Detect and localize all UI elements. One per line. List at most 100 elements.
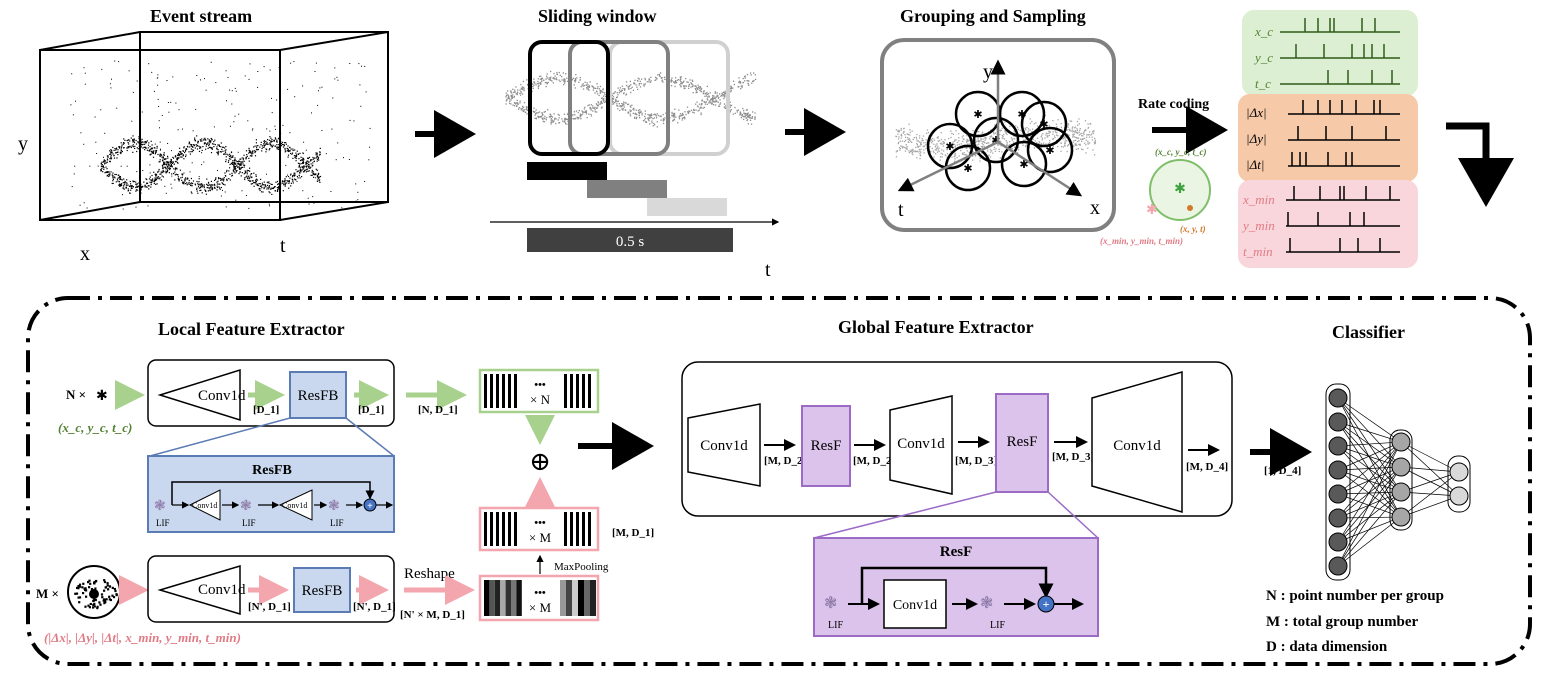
corner-arrow [1446,122,1514,207]
svg-text:✱: ✱ [1039,119,1048,131]
n-input-label: N × [66,387,86,402]
spike-label-ymin: y_min [1241,218,1275,233]
window-2 [568,40,670,156]
local-n-block [147,359,395,427]
duration-bar [527,228,733,252]
title-classifier: Classifier [1332,322,1405,342]
spike-box-orange [1238,94,1418,182]
lif-icon: ❃ [824,595,837,612]
conv1d-trapezoid [157,564,241,616]
m-d1-label: [M, D_1] [612,527,654,539]
axis-y-label: y [18,133,28,155]
zoom-line [149,417,291,457]
title-sliding-window: Sliding window [538,6,657,26]
spike-label-dy: |Δy| [1246,131,1267,146]
times-n: × N [530,392,551,407]
sum-node: ⊕ [529,447,551,476]
svg-text:✱: ✱ [973,109,982,121]
d4-label: [1, D_4] [1264,465,1301,477]
conv1d-label: Conv1d [897,436,945,452]
spike-trains [1280,18,1400,253]
svg-text:✱: ✱ [1019,159,1028,171]
spike-box-pink [1238,180,1418,268]
grouping-axis-x: x [1090,197,1100,219]
dots: ••• [534,517,546,529]
svg-text:✱: ✱ [963,163,972,175]
conv1d-trapezoid [278,489,313,521]
add-node-sign: + [1043,597,1050,611]
lif-icon: ❃ [980,595,993,612]
rate-point-label: (x, y, t) [1180,224,1206,234]
m-coords: (|Δx|, |Δy|, |Δt|, x_min, y_min, t_min) [44,630,241,645]
event-stream-cube [39,31,389,221]
feature-stripes-pool [484,580,596,616]
rate-center-label: (x_c, y_c, t_c) [1155,147,1206,157]
lif-label: LIF [330,518,344,528]
npm-d1-label: [N' × M, D_1] [400,609,465,621]
np-d1-label: [N', D_1] [353,601,396,613]
conv1d-trapezoid [1091,371,1183,513]
md2-label: [M, D_2] [853,455,895,467]
n-input-star: ✱ [96,389,108,404]
svg-text:✱: ✱ [1017,109,1026,121]
svg-text:✱: ✱ [991,135,1000,147]
conv1d-label: Conv1d [893,598,937,613]
conv1d-trapezoid [157,368,241,422]
local-m-block [147,555,395,623]
dots: ••• [534,587,546,599]
resfb-label: ResFB [302,583,343,599]
sliding-point-cloud [505,70,757,128]
conv1d-label: Conv1d [1113,438,1161,454]
lif-icon: ❃ [240,499,252,514]
resf-block [801,405,851,487]
legend-d: D : data dimension [1266,639,1388,655]
time-axis-label: t [765,259,771,281]
resfb-label: ResFB [298,388,339,404]
conv1d-box [883,579,947,629]
resfb-block [293,567,351,613]
duration-label: 0.5 s [616,234,645,250]
residual-path [171,481,375,505]
zoom-line [1047,491,1099,539]
d1-label: [D_1] [253,404,279,416]
spike-label-xmin: x_min [1242,192,1275,207]
reshape-label: Reshape [404,566,455,582]
grouping-axes [897,59,1083,197]
resf-block [995,393,1049,493]
grouping-axis-t: t [898,199,904,221]
rate-coding-point [1187,205,1193,211]
rate-coding-circle [1149,159,1211,221]
zoom-line [813,491,997,539]
global-block [681,361,1233,517]
md3-label: [M, D_3] [955,455,997,467]
classifier-network [1325,383,1471,581]
conv1d-label: Conv1d [700,438,748,454]
np-d1-label: [N', D_1] [248,601,291,613]
window-1 [528,40,610,156]
rate-min-label: (x_min, y_min, t_min) [1100,236,1183,246]
times-m: × M [529,600,552,615]
lif-label: LIF [156,518,170,528]
title-event-stream: Event stream [150,6,252,26]
resf-label: ResF [1007,434,1038,450]
conv1d-trapezoid [188,489,221,521]
lif-icon: ❃ [328,499,340,514]
svg-text:✱: ✱ [1045,145,1054,157]
m-input-label: M × [36,586,59,601]
conv1d-label: Conv1d [192,501,217,510]
lif-label: LIF [242,518,256,528]
conv1d-label: Conv1d [198,388,246,404]
resf-label: ResF [811,438,842,454]
resfb-detail-title: ResFB [252,463,292,478]
resf-detail-title: ResF [940,544,973,560]
rate-coding-label: Rate coding [1138,97,1209,112]
spike-label-tmin: t_min [1243,244,1273,259]
title-local: Local Feature Extractor [158,319,345,339]
window-bar-2 [587,180,667,198]
model-frame [26,296,1532,666]
md2-label: [M, D_2] [764,455,806,467]
conv1d-trapezoid [687,403,761,487]
resfb-detail [147,455,395,533]
d1-label: [D_1] [358,404,384,416]
